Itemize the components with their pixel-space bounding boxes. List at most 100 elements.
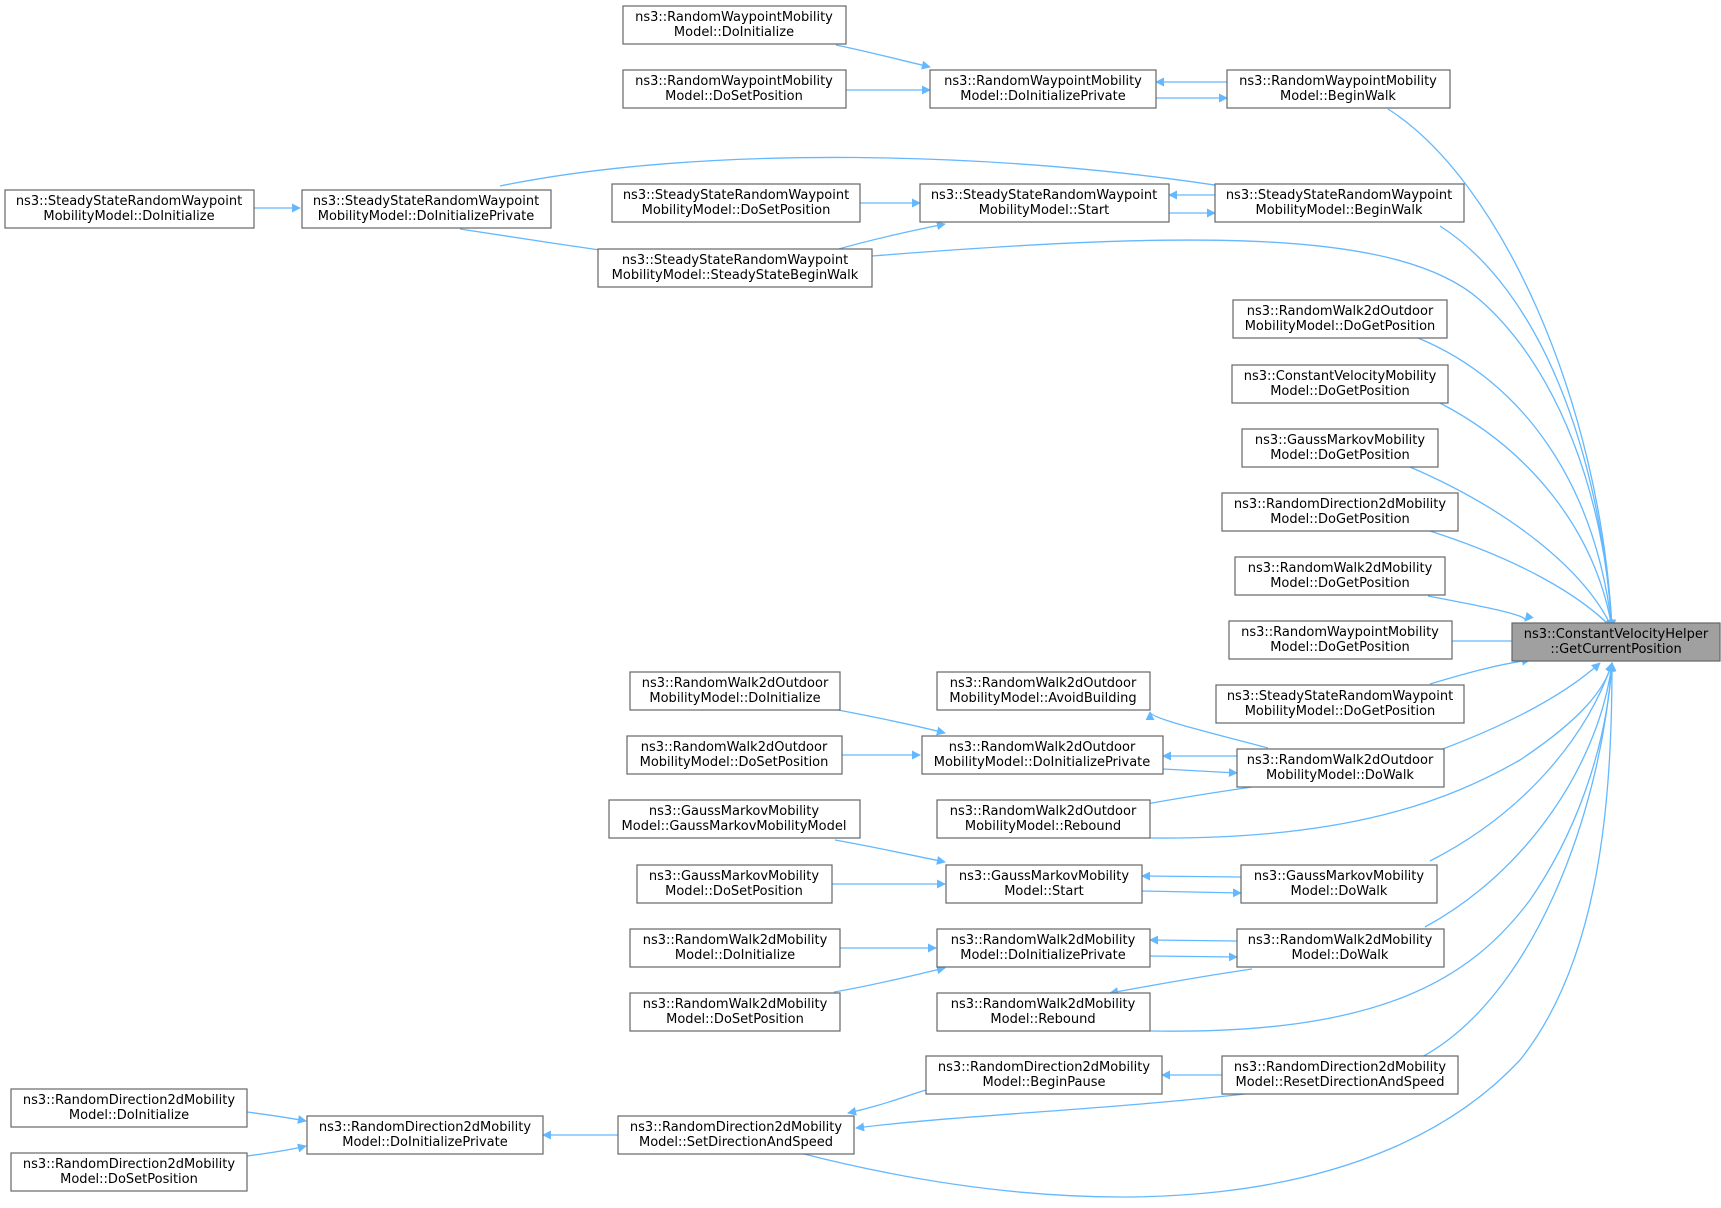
edge-rd_reset-rd_setdir bbox=[855, 1093, 1246, 1132]
node-label-line: Model::BeginPause bbox=[982, 1075, 1105, 1090]
node-label-line: MobilityModel::DoInitializePrivate bbox=[318, 209, 535, 224]
node-rw2-do-initialize[interactable]: ns3::RandomWalk2dMobility Model::DoIniti… bbox=[629, 928, 841, 968]
node-label-line: MobilityModel::SteadyStateBeginWalk bbox=[612, 268, 859, 283]
node-label-line: ns3::RandomDirection2dMobility bbox=[319, 1120, 531, 1135]
edge-ss_initpriv-ss_begin bbox=[499, 156, 1241, 193]
node-label-line: ns3::RandomWalk2dOutdoor bbox=[641, 740, 828, 755]
edge-rd_setdir-target bbox=[799, 662, 1617, 1198]
node-label-line: Model::DoGetPosition bbox=[1270, 448, 1410, 463]
node-cv-do-get-position[interactable]: ns3::ConstantVelocityMobility Model::DoG… bbox=[1231, 364, 1449, 404]
node-label-line: Model::DoSetPosition bbox=[665, 89, 803, 104]
node-rwp-do-get-position[interactable]: ns3::RandomWaypointMobility Model::DoGet… bbox=[1228, 620, 1453, 660]
node-label-line: Model::SetDirectionAndSpeed bbox=[639, 1135, 833, 1150]
node-rw2o-do-initialize-private[interactable]: ns3::RandomWalk2dOutdoor MobilityModel::… bbox=[921, 735, 1164, 775]
node-rw2-do-set-position[interactable]: ns3::RandomWalk2dMobility Model::DoSetPo… bbox=[629, 992, 841, 1032]
edge-gm_start-gm_walk bbox=[1141, 888, 1242, 898]
node-rwp-do-initialize-private[interactable]: ns3::RandomWaypointMobility Model::DoIni… bbox=[929, 69, 1157, 109]
node-label-line: ns3::RandomDirection2dMobility bbox=[1234, 497, 1446, 512]
node-label-line: Model::DoGetPosition bbox=[1270, 384, 1410, 399]
node-label-line: ::GetCurrentPosition bbox=[1550, 642, 1681, 657]
edge-ss_ssbegin-target bbox=[871, 239, 1617, 629]
node-target-get-current-position[interactable]: ns3::ConstantVelocityHelper ::GetCurrent… bbox=[1511, 622, 1721, 662]
node-rw2o-do-initialize[interactable]: ns3::RandomWalk2dOutdoor MobilityModel::… bbox=[629, 671, 841, 711]
node-rwp-begin-walk[interactable]: ns3::RandomWaypointMobility Model::Begin… bbox=[1226, 69, 1451, 109]
node-rd-begin-pause[interactable]: ns3::RandomDirection2dMobility Model::Be… bbox=[925, 1055, 1163, 1095]
node-label-line: Model::DoGetPosition bbox=[1270, 576, 1410, 591]
node-label-line: ns3::SteadyStateRandomWaypoint bbox=[931, 188, 1157, 203]
node-rd-do-get-position[interactable]: ns3::RandomDirection2dMobility Model::Do… bbox=[1221, 492, 1459, 532]
node-label-line: ns3::GaussMarkovMobility bbox=[1254, 869, 1424, 884]
edge-gm_walk-target bbox=[1429, 662, 1614, 862]
node-rd-set-direction-and-speed[interactable]: ns3::RandomDirection2dMobility Model::Se… bbox=[617, 1115, 855, 1155]
node-gm-do-set-position[interactable]: ns3::GaussMarkovMobility Model::DoSetPos… bbox=[636, 864, 833, 904]
node-gm-start[interactable]: ns3::GaussMarkovMobility Model::Start bbox=[945, 864, 1143, 904]
edge-rw2o_initpriv-rw2o_walk bbox=[1162, 768, 1238, 778]
node-rw2-do-get-position[interactable]: ns3::RandomWalk2dMobility Model::DoGetPo… bbox=[1234, 556, 1446, 596]
edge-gm_walk-gm_start bbox=[1141, 871, 1242, 881]
node-ss-steady-state-begin-walk[interactable]: ns3::SteadyStateRandomWaypoint MobilityM… bbox=[597, 248, 873, 288]
node-label-line: Model::DoGetPosition bbox=[1270, 512, 1410, 527]
node-label-line: Model::DoInitializePrivate bbox=[960, 89, 1125, 104]
node-label-line: MobilityModel::DoInitializePrivate bbox=[934, 755, 1151, 770]
node-rd-do-set-position[interactable]: ns3::RandomDirection2dMobility Model::Do… bbox=[10, 1152, 248, 1192]
edge-rw2o_rebound-target bbox=[1149, 662, 1615, 839]
node-rw2-rebound[interactable]: ns3::RandomWalk2dMobility Model::Rebound bbox=[936, 992, 1151, 1032]
node-ss-begin-walk[interactable]: ns3::SteadyStateRandomWaypoint MobilityM… bbox=[1214, 183, 1465, 223]
node-label-line: ns3::SteadyStateRandomWaypoint bbox=[16, 194, 242, 209]
node-rw2o-do-get-position[interactable]: ns3::RandomWalk2dOutdoor MobilityModel::… bbox=[1232, 299, 1448, 339]
node-rwp-do-set-position[interactable]: ns3::RandomWaypointMobility Model::DoSet… bbox=[622, 69, 847, 109]
node-label-line: Model::DoInitialize bbox=[675, 948, 795, 963]
node-rw2o-do-set-position[interactable]: ns3::RandomWalk2dOutdoor MobilityModel::… bbox=[626, 735, 843, 775]
node-label-line: ns3::RandomWalk2dMobility bbox=[643, 933, 828, 948]
edge-rw2_getpos-target bbox=[1427, 595, 1534, 622]
edge-rd_init-rd_initpriv bbox=[246, 1111, 307, 1124]
node-rw2o-avoid-building[interactable]: ns3::RandomWalk2dOutdoor MobilityModel::… bbox=[936, 671, 1151, 711]
node-label-line: ns3::GaussMarkovMobility bbox=[649, 869, 819, 884]
node-label-line: ns3::SteadyStateRandomWaypoint bbox=[1227, 689, 1453, 704]
node-label-line: MobilityModel::DoGetPosition bbox=[1245, 704, 1436, 719]
node-rd-do-initialize-private[interactable]: ns3::RandomDirection2dMobility Model::Do… bbox=[306, 1115, 544, 1155]
node-label-line: ns3::RandomDirection2dMobility bbox=[23, 1093, 235, 1108]
edge-rd_reset-target bbox=[1419, 662, 1616, 1059]
node-label-line: ns3::RandomDirection2dMobility bbox=[1234, 1060, 1446, 1075]
node-rw2o-rebound[interactable]: ns3::RandomWalk2dOutdoor MobilityModel::… bbox=[936, 799, 1151, 839]
edge-rw2_initpriv-rw2_walk bbox=[1149, 952, 1238, 962]
node-rw2-do-walk[interactable]: ns3::RandomWalk2dMobility Model::DoWalk bbox=[1236, 928, 1445, 968]
node-label-line: ns3::SteadyStateRandomWaypoint bbox=[623, 188, 849, 203]
node-ss-start[interactable]: ns3::SteadyStateRandomWaypoint MobilityM… bbox=[919, 183, 1170, 223]
node-gm-do-get-position[interactable]: ns3::GaussMarkovMobility Model::DoGetPos… bbox=[1241, 428, 1439, 468]
node-label-line: ns3::GaussMarkovMobility bbox=[649, 804, 819, 819]
node-label-line: Model::DoInitializePrivate bbox=[342, 1135, 507, 1150]
node-rw2o-do-walk[interactable]: ns3::RandomWalk2dOutdoor MobilityModel::… bbox=[1236, 748, 1445, 788]
node-label-line: MobilityModel::BeginWalk bbox=[1256, 203, 1423, 218]
node-label-line: ns3::RandomDirection2dMobility bbox=[630, 1120, 842, 1135]
node-label-line: MobilityModel::DoSetPosition bbox=[640, 755, 829, 770]
edge-rwp_begin-target bbox=[1387, 108, 1617, 629]
node-rd-reset-direction-and-speed[interactable]: ns3::RandomDirection2dMobility Model::Re… bbox=[1221, 1055, 1459, 1095]
edge-rw2_setpos-rw2_initpriv bbox=[833, 965, 946, 993]
node-label-line: Model::GaussMarkovMobilityModel bbox=[622, 819, 847, 834]
node-label-line: Model::DoInitialize bbox=[674, 25, 794, 40]
node-label-line: Model::DoInitialize bbox=[69, 1108, 189, 1123]
edge-rw2_rebound-target bbox=[1149, 662, 1617, 1032]
node-rw2-do-initialize-private[interactable]: ns3::RandomWalk2dMobility Model::DoIniti… bbox=[936, 928, 1151, 968]
node-gm-constructor[interactable]: ns3::GaussMarkovMobility Model::GaussMar… bbox=[608, 799, 861, 839]
node-label-line: ns3::RandomWaypointMobility bbox=[1239, 74, 1437, 89]
node-ss-do-initialize[interactable]: ns3::SteadyStateRandomWaypoint MobilityM… bbox=[4, 189, 255, 229]
node-gm-do-walk[interactable]: ns3::GaussMarkovMobility Model::DoWalk bbox=[1240, 864, 1438, 904]
node-label-line: ns3::RandomWalk2dMobility bbox=[643, 997, 828, 1012]
node-ss-do-initialize-private[interactable]: ns3::SteadyStateRandomWaypoint MobilityM… bbox=[301, 189, 552, 229]
node-ss-do-set-position[interactable]: ns3::SteadyStateRandomWaypoint MobilityM… bbox=[611, 183, 861, 223]
node-label-line: ns3::SteadyStateRandomWaypoint bbox=[1226, 188, 1452, 203]
node-label-line: MobilityModel::AvoidBuilding bbox=[949, 691, 1136, 706]
node-label-line: MobilityModel::DoGetPosition bbox=[1245, 319, 1436, 334]
edge-gm_getpos-target bbox=[1409, 466, 1613, 629]
node-label-line: ns3::RandomWalk2dOutdoor bbox=[1247, 304, 1434, 319]
node-ss-do-get-position[interactable]: ns3::SteadyStateRandomWaypoint MobilityM… bbox=[1215, 684, 1465, 724]
node-label-line: MobilityModel::DoSetPosition bbox=[642, 203, 831, 218]
node-label-line: ns3::ConstantVelocityMobility bbox=[1244, 369, 1437, 384]
node-rwp-do-initialize[interactable]: ns3::RandomWaypointMobility Model::DoIni… bbox=[622, 5, 847, 45]
edge-ss_begin-target bbox=[1439, 225, 1616, 629]
node-rd-do-initialize[interactable]: ns3::RandomDirection2dMobility Model::Do… bbox=[10, 1088, 248, 1128]
